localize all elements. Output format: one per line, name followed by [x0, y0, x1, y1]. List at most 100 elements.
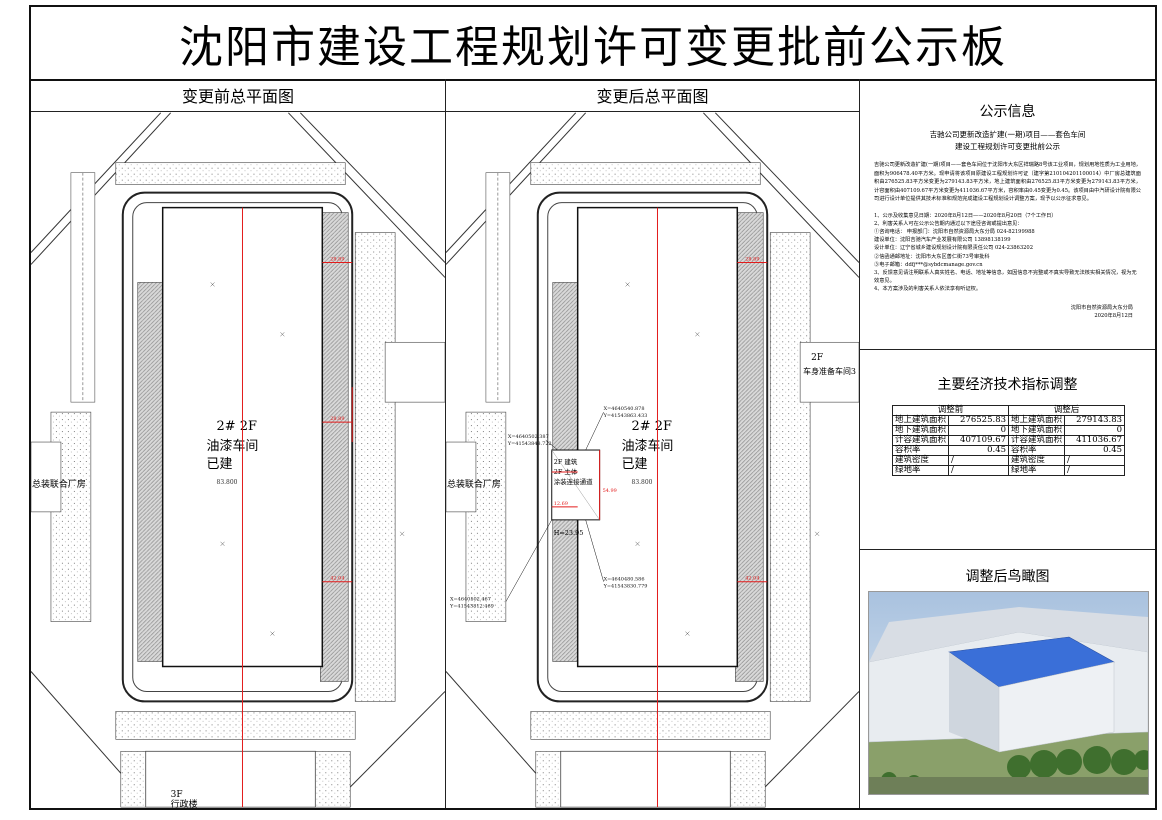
svg-text:54.99: 54.99 — [603, 488, 617, 494]
econ-table: 调整前 调整后 地上建筑面积 276525.83 地上建筑面积 279143.8… — [891, 405, 1126, 476]
before-plan-heading: 变更前总平面图 — [31, 79, 445, 112]
aerial-rendering — [868, 591, 1149, 795]
new-addition-label1: 2F 建筑 — [554, 457, 578, 466]
after-building-status: 已建 — [622, 457, 648, 472]
notice-item: 2、利害关系人可在公示公告期内通过以下途径咨询或提出意见： — [874, 220, 1023, 227]
before-site-plan-drawing: 2# 2F 油漆车间 已建 83.800 总装联合厂房 3F 行政楼 — [31, 112, 445, 808]
notice-item: 4、本方案涉及的利害关系人依法享有听证权。 — [874, 286, 982, 293]
coord1-x: X=4640540.878 — [604, 406, 645, 412]
notice-item: 建设单位：沈阳吉驰汽车产业发展有限公司 13898138199 — [874, 237, 1011, 244]
aerial-title: 调整后鸟瞰图 — [965, 569, 1050, 585]
econ-header-row: 调整前 调整后 — [891, 405, 1126, 416]
econ-value: / — [948, 455, 1010, 466]
notice-subtitle-line1: 吉驰公司更新改造扩建(一期)项目——套色车间 — [929, 130, 1086, 139]
notice-item: 设计单位：辽宁省城乡建设规划设计院有限责任公司 024-23863202 — [874, 245, 1034, 252]
table-row: 绿地率 / 绿地率 / — [891, 465, 1126, 476]
econ-label: 计容建筑面积 — [1008, 435, 1066, 446]
econ-label: 绿地率 — [1008, 465, 1066, 476]
econ-label: 地上建筑面积 — [1008, 415, 1066, 426]
svg-text:12.69: 12.69 — [554, 501, 568, 507]
econ-value: 0 — [1064, 425, 1126, 436]
econ-head-before: 调整前 — [891, 405, 1010, 416]
econ-value: 407109.67 — [948, 435, 1010, 446]
econ-value: / — [948, 465, 1010, 476]
before-office-label: 行政楼 — [171, 798, 198, 808]
after-site-plan-drawing: 2F 建筑 2F 主体 涂装连接通道 H=23.95 X=4640540.878… — [446, 112, 859, 808]
after-building-name: 油漆车间 — [622, 438, 674, 454]
coord1-y: Y=41543863.433 — [603, 413, 648, 419]
econ-label: 计容建筑面积 — [891, 435, 950, 446]
table-row: 容积率 0.45 容积率 0.45 — [891, 445, 1126, 456]
board-title: 沈阳市建设工程规划许可变更批前公示板 — [31, 7, 1155, 81]
notice-item: 3、反馈意见请注明联系人真实姓名、电话、地址等信息，如因信息不完整或不真实导致无… — [874, 269, 1137, 285]
before-building-name: 油漆车间 — [207, 438, 259, 454]
notice-item: ③电子邮箱：ddfj***@sybdcmanage.gov.cn — [874, 261, 983, 268]
econ-value: 0 — [948, 425, 1010, 436]
after-site-plan: 2F 建筑 2F 主体 涂装连接通道 H=23.95 X=4640540.878… — [446, 112, 859, 808]
before-elevation: 83.800 — [217, 479, 238, 486]
after-east-building-label: 车身准备车间3 — [803, 366, 856, 376]
econ-label: 容积率 — [1008, 445, 1066, 456]
after-east-building-floor: 2F — [811, 353, 823, 363]
coord3-x: X=4640502.387 — [508, 434, 549, 440]
new-addition-label3: 涂装连接通道 — [554, 477, 593, 486]
new-addition-height: H=23.95 — [554, 529, 584, 537]
after-warehouse-label: 总装联合厂房 — [447, 478, 501, 490]
notice-sign-org: 沈阳市自然资源局大东分局 — [1070, 304, 1133, 311]
aerial-section: 调整后鸟瞰图 — [860, 549, 1155, 808]
notice-subtitle-line2: 建设工程规划许可变更批前公示 — [955, 142, 1060, 151]
econ-value: / — [1064, 465, 1126, 476]
econ-value: 0.45 — [1064, 445, 1126, 456]
coord3-y: Y=41543848.722 — [507, 441, 552, 447]
notice-item: ②信函通邮地址：沈阳市大东区善仁街73号审批科 — [874, 253, 990, 260]
notice-subtitle: 吉驰公司更新改造扩建(一期)项目——套色车间 建设工程规划许可变更批前公示 — [860, 129, 1155, 153]
coord4-x: X=4640502.467 — [450, 597, 491, 603]
after-plan-heading: 变更后总平面图 — [446, 79, 859, 112]
svg-text:28.89: 28.89 — [330, 416, 344, 422]
before-building-status: 已建 — [207, 457, 233, 472]
coord2-y: Y=41543830.779 — [603, 584, 648, 590]
econ-label: 地上建筑面积 — [891, 415, 950, 426]
notice-section: 公示信息 吉驰公司更新改造扩建(一期)项目——套色车间 建设工程规划许可变更批前… — [860, 79, 1155, 350]
aerial-rendering-image — [869, 592, 1148, 794]
after-building-number: 2# 2F — [632, 419, 672, 434]
after-plan-panel: 变更后总平面图 — [446, 79, 860, 808]
svg-text:42.04: 42.04 — [745, 576, 759, 582]
notice-board: 沈阳市建设工程规划许可变更批前公示板 变更前总平面图 — [29, 5, 1157, 810]
coord2-x: X=4640480.586 — [604, 577, 645, 583]
econ-value: 411036.67 — [1064, 435, 1126, 446]
notice-item: 1、公示及收集意见日期：2020年8月12日——2020年8月20日（7个工作日… — [874, 212, 1057, 219]
econ-value: 279143.83 — [1064, 415, 1126, 426]
before-plan-panel: 变更前总平面图 — [31, 79, 446, 808]
econ-head-after: 调整后 — [1008, 405, 1126, 416]
econ-label: 绿地率 — [891, 465, 950, 476]
table-row: 地下建筑面积 0 地下建筑面积 0 — [891, 425, 1126, 436]
svg-text:28.89: 28.89 — [330, 256, 344, 262]
info-panel: 公示信息 吉驰公司更新改造扩建(一期)项目——套色车间 建设工程规划许可变更批前… — [860, 79, 1155, 808]
econ-label: 地下建筑面积 — [891, 425, 950, 436]
econ-label: 容积率 — [891, 445, 950, 456]
svg-text:42.04: 42.04 — [330, 576, 344, 582]
econ-label: 建筑密度 — [1008, 455, 1066, 466]
before-office-floor: 3F — [171, 790, 183, 800]
notice-items: 1、公示及收集意见日期：2020年8月12日——2020年8月20日（7个工作日… — [860, 212, 1155, 294]
before-warehouse-label: 总装联合厂房 — [32, 478, 86, 490]
new-addition-label2: 2F 主体 — [554, 467, 578, 476]
notice-signature: 沈阳市自然资源局大东分局 2020年8月12日 — [860, 304, 1155, 320]
econ-value: 276525.83 — [948, 415, 1010, 426]
svg-text:28.89: 28.89 — [745, 256, 759, 262]
econ-label: 建筑密度 — [891, 455, 950, 466]
table-row: 建筑密度 / 建筑密度 / — [891, 455, 1126, 466]
notice-title: 公示信息 — [979, 104, 1036, 120]
econ-title: 主要经济技术指标调整 — [937, 377, 1078, 393]
table-row: 地上建筑面积 276525.83 地上建筑面积 279143.83 — [891, 415, 1126, 426]
table-row: 计容建筑面积 407109.67 计容建筑面积 411036.67 — [891, 435, 1126, 446]
notice-sign-date: 2020年8月12日 — [1094, 312, 1133, 319]
coord4-y: Y=41543812.469 — [449, 604, 494, 610]
before-building-number: 2# 2F — [217, 419, 257, 434]
notice-item: ①咨询电话： 申报部门：沈阳市自然资源局大东分局 024-82199988 — [874, 228, 1035, 235]
before-site-plan: 2# 2F 油漆车间 已建 83.800 总装联合厂房 3F 行政楼 — [31, 112, 445, 808]
econ-value: 0.45 — [948, 445, 1010, 456]
notice-body: 吉驰公司更新改造扩建(一期)项目——套色车间位于沈阳市大东区祥瑞路8号该工业项目… — [874, 162, 1141, 202]
econ-section: 主要经济技术指标调整 调整前 调整后 地上建筑面积 276525.83 地上建筑… — [860, 349, 1155, 550]
